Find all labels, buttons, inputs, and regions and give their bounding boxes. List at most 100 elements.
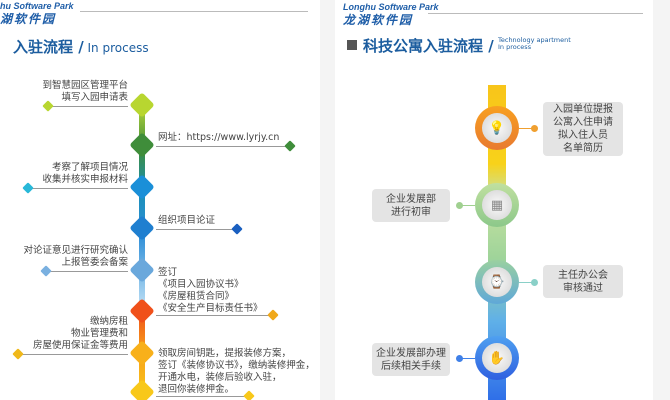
step-box: 主任办公会审核通过 xyxy=(543,265,623,298)
connector-line xyxy=(459,205,475,206)
connector-line xyxy=(519,128,533,129)
step-text-line: 企业发展部办理 xyxy=(376,347,446,359)
handshake-icon: ✋ xyxy=(482,343,512,373)
title-square-icon xyxy=(347,40,357,50)
step-underline xyxy=(46,271,128,272)
step-dot-icon xyxy=(284,140,296,152)
connector-dot-icon xyxy=(456,355,463,362)
timeline-node-icon xyxy=(129,257,155,283)
connector-line xyxy=(459,358,475,359)
step-text-line: 公寓入住申请 xyxy=(553,117,613,128)
connector-dot-icon xyxy=(456,202,463,209)
step-circle: ⌚ xyxy=(475,260,519,304)
step-label: 组织项目论证 xyxy=(158,215,215,227)
step-label-line: 网址：https://www.lyrjy.cn xyxy=(158,132,280,143)
step-label-line: 组织项目论证 xyxy=(158,215,216,226)
logo-chinese: 龙湖软件园 xyxy=(343,13,414,27)
step-label-line: 《安全生产目标责任书》 xyxy=(158,303,263,314)
step-dot-icon xyxy=(231,223,243,235)
step-dot-icon xyxy=(267,309,279,321)
step-label-line: 填写入园申请表 xyxy=(61,92,128,103)
step-label-line: 物业管理费和 xyxy=(70,328,128,339)
step-text-line: 进行初审 xyxy=(391,206,431,218)
timeline-node-icon xyxy=(129,340,155,366)
timeline-node-icon xyxy=(129,379,155,400)
step-label-line: 考察了解项目情况 xyxy=(51,162,128,173)
step-label-line: 对论证意见进行研究确认 xyxy=(23,245,128,256)
step-text-line: 企业发展部 xyxy=(386,193,436,205)
step-label-line: 退回你装修押金。 xyxy=(158,384,235,395)
step-box: 企业发展部进行初审 xyxy=(372,189,450,222)
step-text-line: 审核通过 xyxy=(563,282,603,294)
step-circle: ✋ xyxy=(475,336,519,380)
header-divider xyxy=(80,11,308,12)
step-label: 签订《项目入园协议书》《房屋租赁合同》《安全生产目标责任书》 xyxy=(158,267,263,315)
step-text-line: 拟入住人员 xyxy=(558,130,608,141)
step-label-line: 《项目入园协议书》 xyxy=(158,279,244,290)
step-circle: ▦ xyxy=(475,183,519,227)
step-underline xyxy=(156,146,290,147)
step-label-line: 开通水电，装修后验收入驻， xyxy=(158,372,282,383)
timeline-node-icon xyxy=(129,132,155,158)
step-text-line: 后续相关手续 xyxy=(381,360,441,372)
step-label-line: 上报管委会备案 xyxy=(61,257,128,268)
left-page: hu Software Park 湖软件园 入驻流程 / In process … xyxy=(0,0,320,400)
step-underline xyxy=(156,396,249,397)
step-dot-icon xyxy=(12,348,24,360)
step-text-line: 主任办公会 xyxy=(558,269,608,281)
step-underline xyxy=(156,315,273,316)
title-en-1: Technology apartment xyxy=(498,36,571,44)
timeline-node-icon xyxy=(129,92,155,118)
step-text: 企业发展部办理后续相关手续 xyxy=(376,347,446,373)
briefcase-clock-icon: ⌚ xyxy=(482,267,512,297)
logo-english: hu Software Park xyxy=(0,1,74,11)
lightbulb-icon: 💡 xyxy=(482,113,512,143)
step-label-line: 签订《装修协议书》，缴纳装修押金， xyxy=(158,360,315,371)
step-text-line: 名单简历 xyxy=(563,143,603,154)
step-text: 企业发展部进行初审 xyxy=(386,193,436,219)
step-box: 企业发展部办理后续相关手续 xyxy=(372,343,450,376)
timeline-node-icon xyxy=(129,174,155,200)
step-dot-icon xyxy=(22,182,34,194)
step-text: 入园单位提报公寓入住申请拟入住人员名单简历 xyxy=(553,103,613,155)
step-text: 主任办公会审核通过 xyxy=(558,269,608,295)
building-icon: ▦ xyxy=(482,190,512,220)
step-underline xyxy=(18,354,128,355)
timeline-node-icon xyxy=(129,215,155,241)
step-label-line: 签订 xyxy=(158,267,178,278)
right-page: Longhu Software Park 龙湖软件园 科技公寓入驻流程 / Te… xyxy=(335,0,653,400)
step-label: 对论证意见进行研究确认上报管委会备案 xyxy=(23,245,128,269)
timeline-axis xyxy=(488,85,506,400)
step-label: 到智慧园区管理平台填写入园申请表 xyxy=(42,80,128,104)
page-title: 科技公寓入驻流程 / xyxy=(363,37,494,55)
logo-english: Longhu Software Park xyxy=(343,2,439,12)
step-underline xyxy=(156,229,237,230)
connector-dot-icon xyxy=(531,279,538,286)
page-title: 入驻流程 / In process xyxy=(13,36,149,57)
timeline-axis xyxy=(139,105,145,395)
title-cn: 入驻流程 / xyxy=(13,38,84,56)
connector-line xyxy=(519,282,533,283)
step-label-line: 房屋使用保证金等费用 xyxy=(32,340,128,351)
step-underline xyxy=(28,188,128,189)
step-label: 缴纳房租物业管理费和房屋使用保证金等费用 xyxy=(33,316,128,352)
step-label: 考察了解项目情况收集并核实申报材料 xyxy=(42,162,128,186)
step-label-line: 《房屋租赁合同》 xyxy=(158,291,235,302)
step-box: 入园单位提报公寓入住申请拟入住人员名单简历 xyxy=(543,102,623,156)
timeline-node-icon xyxy=(129,298,155,324)
header-divider xyxy=(428,13,643,14)
step-label: 领取房间钥匙，提报装修方案，签订《装修协议书》，缴纳装修押金，开通水电，装修后验… xyxy=(158,348,315,396)
step-label-line: 到智慧园区管理平台 xyxy=(42,80,128,91)
step-label-line: 领取房间钥匙，提报装修方案， xyxy=(158,348,292,359)
title-en-2: In process xyxy=(498,43,532,51)
connector-dot-icon xyxy=(531,125,538,132)
step-text-line: 入园单位提报 xyxy=(553,104,613,115)
logo-chinese: 湖软件园 xyxy=(0,12,57,26)
title-en: In process xyxy=(83,41,149,55)
step-underline xyxy=(48,106,128,107)
step-label-line: 缴纳房租 xyxy=(89,316,128,327)
step-label-line: 收集并核实申报材料 xyxy=(42,174,128,185)
step-circle: 💡 xyxy=(475,106,519,150)
step-label: 网址：https://www.lyrjy.cn xyxy=(158,132,279,144)
